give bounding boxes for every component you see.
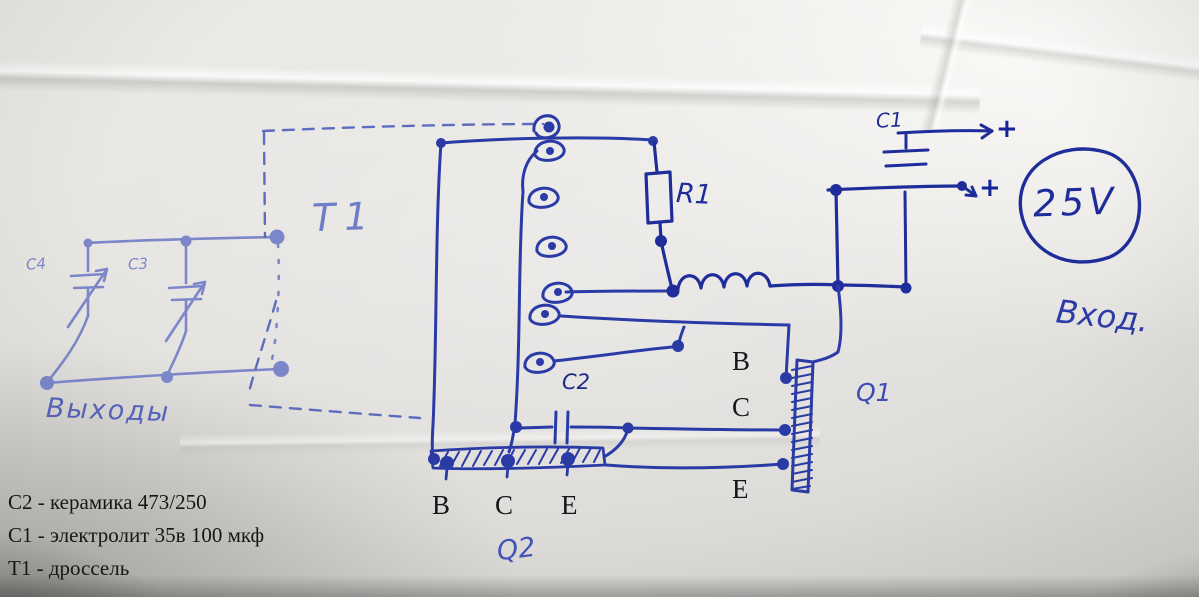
legend-line-c2: C2 - керамика 473/250 xyxy=(8,490,207,514)
label-voltage: 25V xyxy=(1032,179,1119,226)
label-q2-collector: C xyxy=(495,490,514,520)
label-q1-base: B xyxy=(732,346,751,376)
label-q1-emitter: E xyxy=(732,474,749,504)
component-legend: C2 - керамика 473/250 C1 - электролит 35… xyxy=(8,486,264,585)
capacitor-c2-symbol xyxy=(518,410,634,459)
resistor-r1-symbol xyxy=(644,140,680,298)
photo-corner-shadow xyxy=(0,512,230,597)
inductor-coil-and-rails xyxy=(676,181,967,294)
transistor-q1-symbol xyxy=(604,284,843,494)
label-t1: T1 xyxy=(311,193,379,241)
label-c2: C2 xyxy=(562,370,591,394)
label-input: Вход. xyxy=(1054,292,1151,340)
label-c1: C1 xyxy=(875,107,904,133)
label-outputs: Выходы xyxy=(45,392,171,429)
label-q2-base: B xyxy=(432,490,451,520)
transformer-t1-and-wiring xyxy=(428,114,791,465)
legend-line-c1: C1 - электролит 35в 100 мкф xyxy=(8,523,265,547)
photo-edge-shadow xyxy=(0,575,1199,597)
label-q2-emitter: E xyxy=(561,490,578,520)
photo-corner-shadow xyxy=(1019,527,1199,597)
transistor-q2-symbol xyxy=(429,445,607,481)
label-q1: Q1 xyxy=(856,378,892,407)
plus-sign-top: + xyxy=(996,114,1018,144)
output-network-c4-c3 xyxy=(40,229,289,390)
label-c4: C4 xyxy=(25,254,47,274)
dashed-connection-lines xyxy=(247,122,545,420)
label-r1: R1 xyxy=(675,178,713,211)
label-q1-collector: C xyxy=(732,392,751,422)
capacitor-c1-symbol xyxy=(882,123,994,290)
voltage-circle-annotation xyxy=(1018,147,1142,264)
label-c3: C3 xyxy=(127,254,149,274)
legend-line-t1: T1 - дроссель xyxy=(8,556,130,580)
plus-sign-bottom: + xyxy=(979,173,1001,203)
label-q2: Q2 xyxy=(495,531,538,568)
